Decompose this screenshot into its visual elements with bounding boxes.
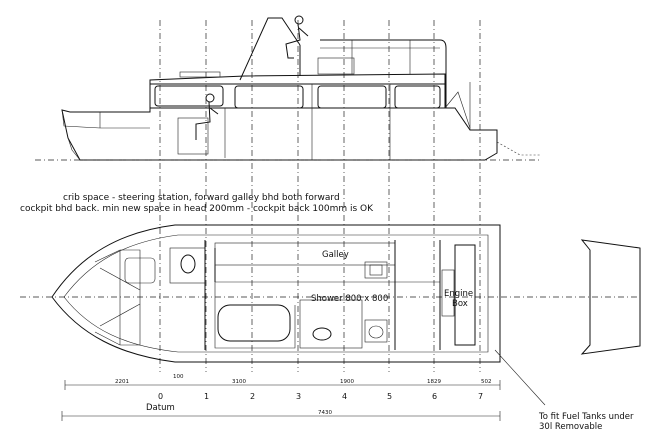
station-label-7: 7 [478,392,483,401]
galley-label: Galley [322,250,349,260]
plan-view [20,224,641,406]
station-label-0: 0 [158,392,163,401]
fuel-tank-note-line-1: To fit Fuel Tanks under [538,412,634,422]
datum-label: Datum [146,403,175,413]
dimension-lines [61,380,501,421]
dimension-502: 502 [481,379,492,385]
station-label-6: 6 [432,392,437,401]
station-label-3: 3 [296,392,301,401]
design-note-line-2: cockpit bhd back. min new space in head … [20,204,374,214]
station-label-1: 1 [204,392,209,401]
dimension-1900: 1900 [340,379,354,385]
dimension-2201: 2201 [115,379,129,385]
side-elevation [35,15,540,161]
station-label-4: 4 [342,392,347,401]
station-label-5: 5 [387,392,392,401]
dimension-3100: 3100 [232,379,246,385]
shower-label: Shower 800 x 800 [311,294,388,304]
dimension-overall-7430: 7430 [318,410,332,416]
design-note-line-1: crib space - steering station, forward g… [63,193,340,203]
engine-label-line-2: Box [452,299,468,309]
fuel-tank-note-line-2: 30l Removable [539,422,602,432]
engine-label-line-1: Engine [444,289,473,299]
station-label-2: 2 [250,392,255,401]
dimension-100: 100 [173,374,184,380]
dimension-1829: 1829 [427,379,441,385]
